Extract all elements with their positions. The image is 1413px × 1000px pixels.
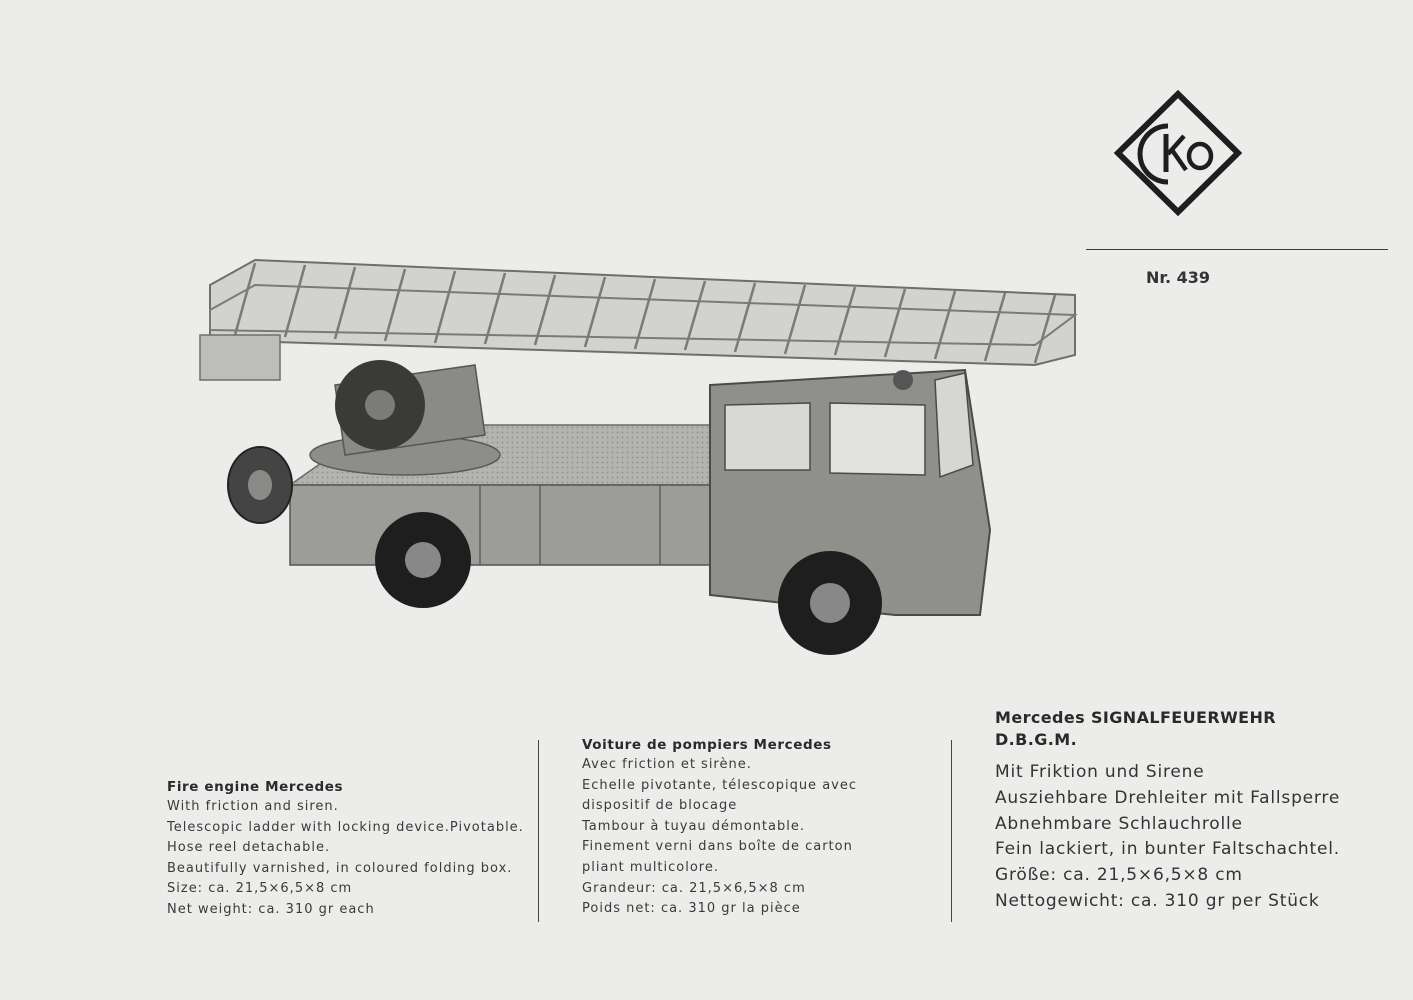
french-line: pliant multicolore. — [582, 859, 719, 875]
english-line: With friction and siren. — [167, 799, 339, 814]
german-patent-mark: D.B.G.M. — [995, 730, 1078, 749]
german-line: Nettogewicht: ca. 310 gr per Stück — [995, 890, 1320, 911]
french-description: Voiture de pompiers Mercedes Avec fricti… — [582, 737, 902, 920]
german-title: Mercedes SIGNALFEUERWEHR — [995, 708, 1276, 727]
english-description: Fire engine Mercedes With friction and s… — [167, 779, 539, 921]
german-line: Größe: ca. 21,5×6,5×8 cm — [995, 865, 1243, 886]
column-divider — [538, 740, 539, 922]
german-description: Mercedes SIGNALFEUERWEHR D.B.G.M. Mit Fr… — [995, 707, 1375, 915]
german-line: Fein lackiert, in bunter Faltschachtel. — [995, 839, 1340, 860]
german-line: Abnehmbare Schlauchrolle — [995, 813, 1243, 834]
german-line: Mit Friktion und Sirene — [995, 762, 1205, 782]
german-line: Ausziehbare Drehleiter mit Fallsperre — [995, 787, 1341, 808]
french-title: Voiture de pompiers Mercedes — [582, 737, 832, 753]
english-title: Fire engine Mercedes — [167, 779, 344, 795]
french-line: Poids net: ca. 310 gr la pièce — [582, 901, 801, 917]
header-rule — [1086, 249, 1388, 250]
french-line: Grandeur: ca. 21,5×6,5×8 cm — [582, 880, 806, 896]
french-line: dispositif de blocage — [582, 798, 738, 814]
fire-engine-image — [199, 258, 1078, 655]
column-divider — [951, 740, 952, 922]
english-line: Hose reel detachable. — [167, 840, 331, 856]
english-line: Beautifully varnished, in coloured foldi… — [167, 860, 513, 876]
cko-logo — [1114, 90, 1242, 216]
english-line: Telescopic ladder with locking device.Pi… — [167, 819, 524, 835]
catalog-number: Nr. 439 — [1146, 268, 1211, 287]
english-line: Net weight: ca. 310 gr each — [167, 901, 375, 917]
english-line: Size: ca. 21,5×6,5×8 cm — [167, 881, 353, 897]
french-line: Avec friction et sirène. — [582, 757, 752, 772]
french-line: Tambour à tuyau démontable. — [582, 818, 805, 834]
french-line: Echelle pivotante, télescopique avec — [582, 777, 857, 793]
french-line: Finement verni dans boîte de carton — [582, 839, 853, 855]
